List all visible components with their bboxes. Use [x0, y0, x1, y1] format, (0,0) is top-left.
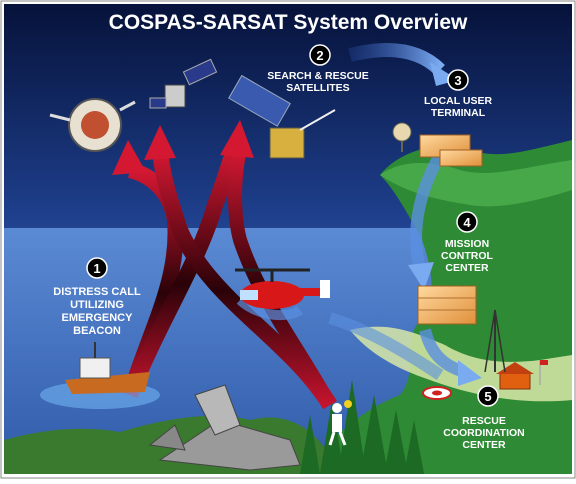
page-title: COSPAS-SARSAT System Overview	[109, 11, 468, 34]
step-4-line-3: CENTER	[445, 262, 489, 274]
target-marker-icon	[422, 386, 452, 400]
step-5-line-2: COORDINATION	[443, 427, 524, 439]
step-2-badge	[309, 44, 331, 66]
step-1: 1 DISTRESS CALL UTILIZING EMERGENCY BEAC…	[53, 257, 141, 337]
step-5-line-1: RESCUE	[462, 415, 506, 427]
step-2-line-2: SATELLITES	[286, 82, 349, 94]
step-1-line-2: UTILIZING	[70, 299, 124, 311]
local-user-terminal-icon	[392, 122, 483, 167]
forest	[300, 380, 424, 474]
crashed-aircraft-icon	[148, 384, 301, 471]
data-flow-arrows	[236, 43, 482, 386]
step-2-line-1: SEARCH & RESCUE	[267, 70, 369, 82]
satellite-left-icon	[49, 98, 136, 152]
step-4-number: 4	[463, 215, 471, 230]
ship-icon	[40, 342, 160, 409]
step-4-badge	[456, 211, 478, 233]
satellite-right-icon	[228, 74, 336, 159]
step-1-line-4: BEACON	[73, 325, 121, 337]
helicopter-icon	[235, 268, 330, 309]
step-3-line-1: LOCAL USER	[424, 95, 492, 107]
step-3-line-2: TERMINAL	[431, 107, 486, 119]
step-3-badge	[447, 69, 469, 91]
step-1-line-3: EMERGENCY	[62, 312, 134, 324]
step-2-number: 2	[316, 48, 323, 63]
step-4: 4 MISSION CONTROL CENTER	[441, 211, 494, 274]
step-4-line-1: MISSION	[445, 238, 489, 250]
step-5-line-3: CENTER	[462, 439, 506, 451]
mission-control-building-icon	[417, 285, 477, 325]
step-1-number: 1	[93, 261, 100, 276]
step-5-badge	[477, 385, 499, 407]
satellite-middle-icon	[149, 58, 218, 109]
rescue-coordination-building-icon	[484, 309, 548, 390]
distress-signal-arrows	[112, 120, 337, 410]
step-5: 5 RESCUE COORDINATION CENTER	[443, 385, 525, 451]
step-5-number: 5	[484, 389, 491, 404]
step-4-line-2: CONTROL	[441, 250, 493, 262]
step-1-line-1: DISTRESS CALL	[53, 286, 141, 298]
step-1-badge	[86, 257, 108, 279]
step-3: 3 LOCAL USER TERMINAL	[424, 69, 492, 119]
step-3-number: 3	[454, 73, 461, 88]
hiker-icon	[328, 400, 352, 446]
step-2: 2 SEARCH & RESCUE SATELLITES	[267, 44, 369, 94]
